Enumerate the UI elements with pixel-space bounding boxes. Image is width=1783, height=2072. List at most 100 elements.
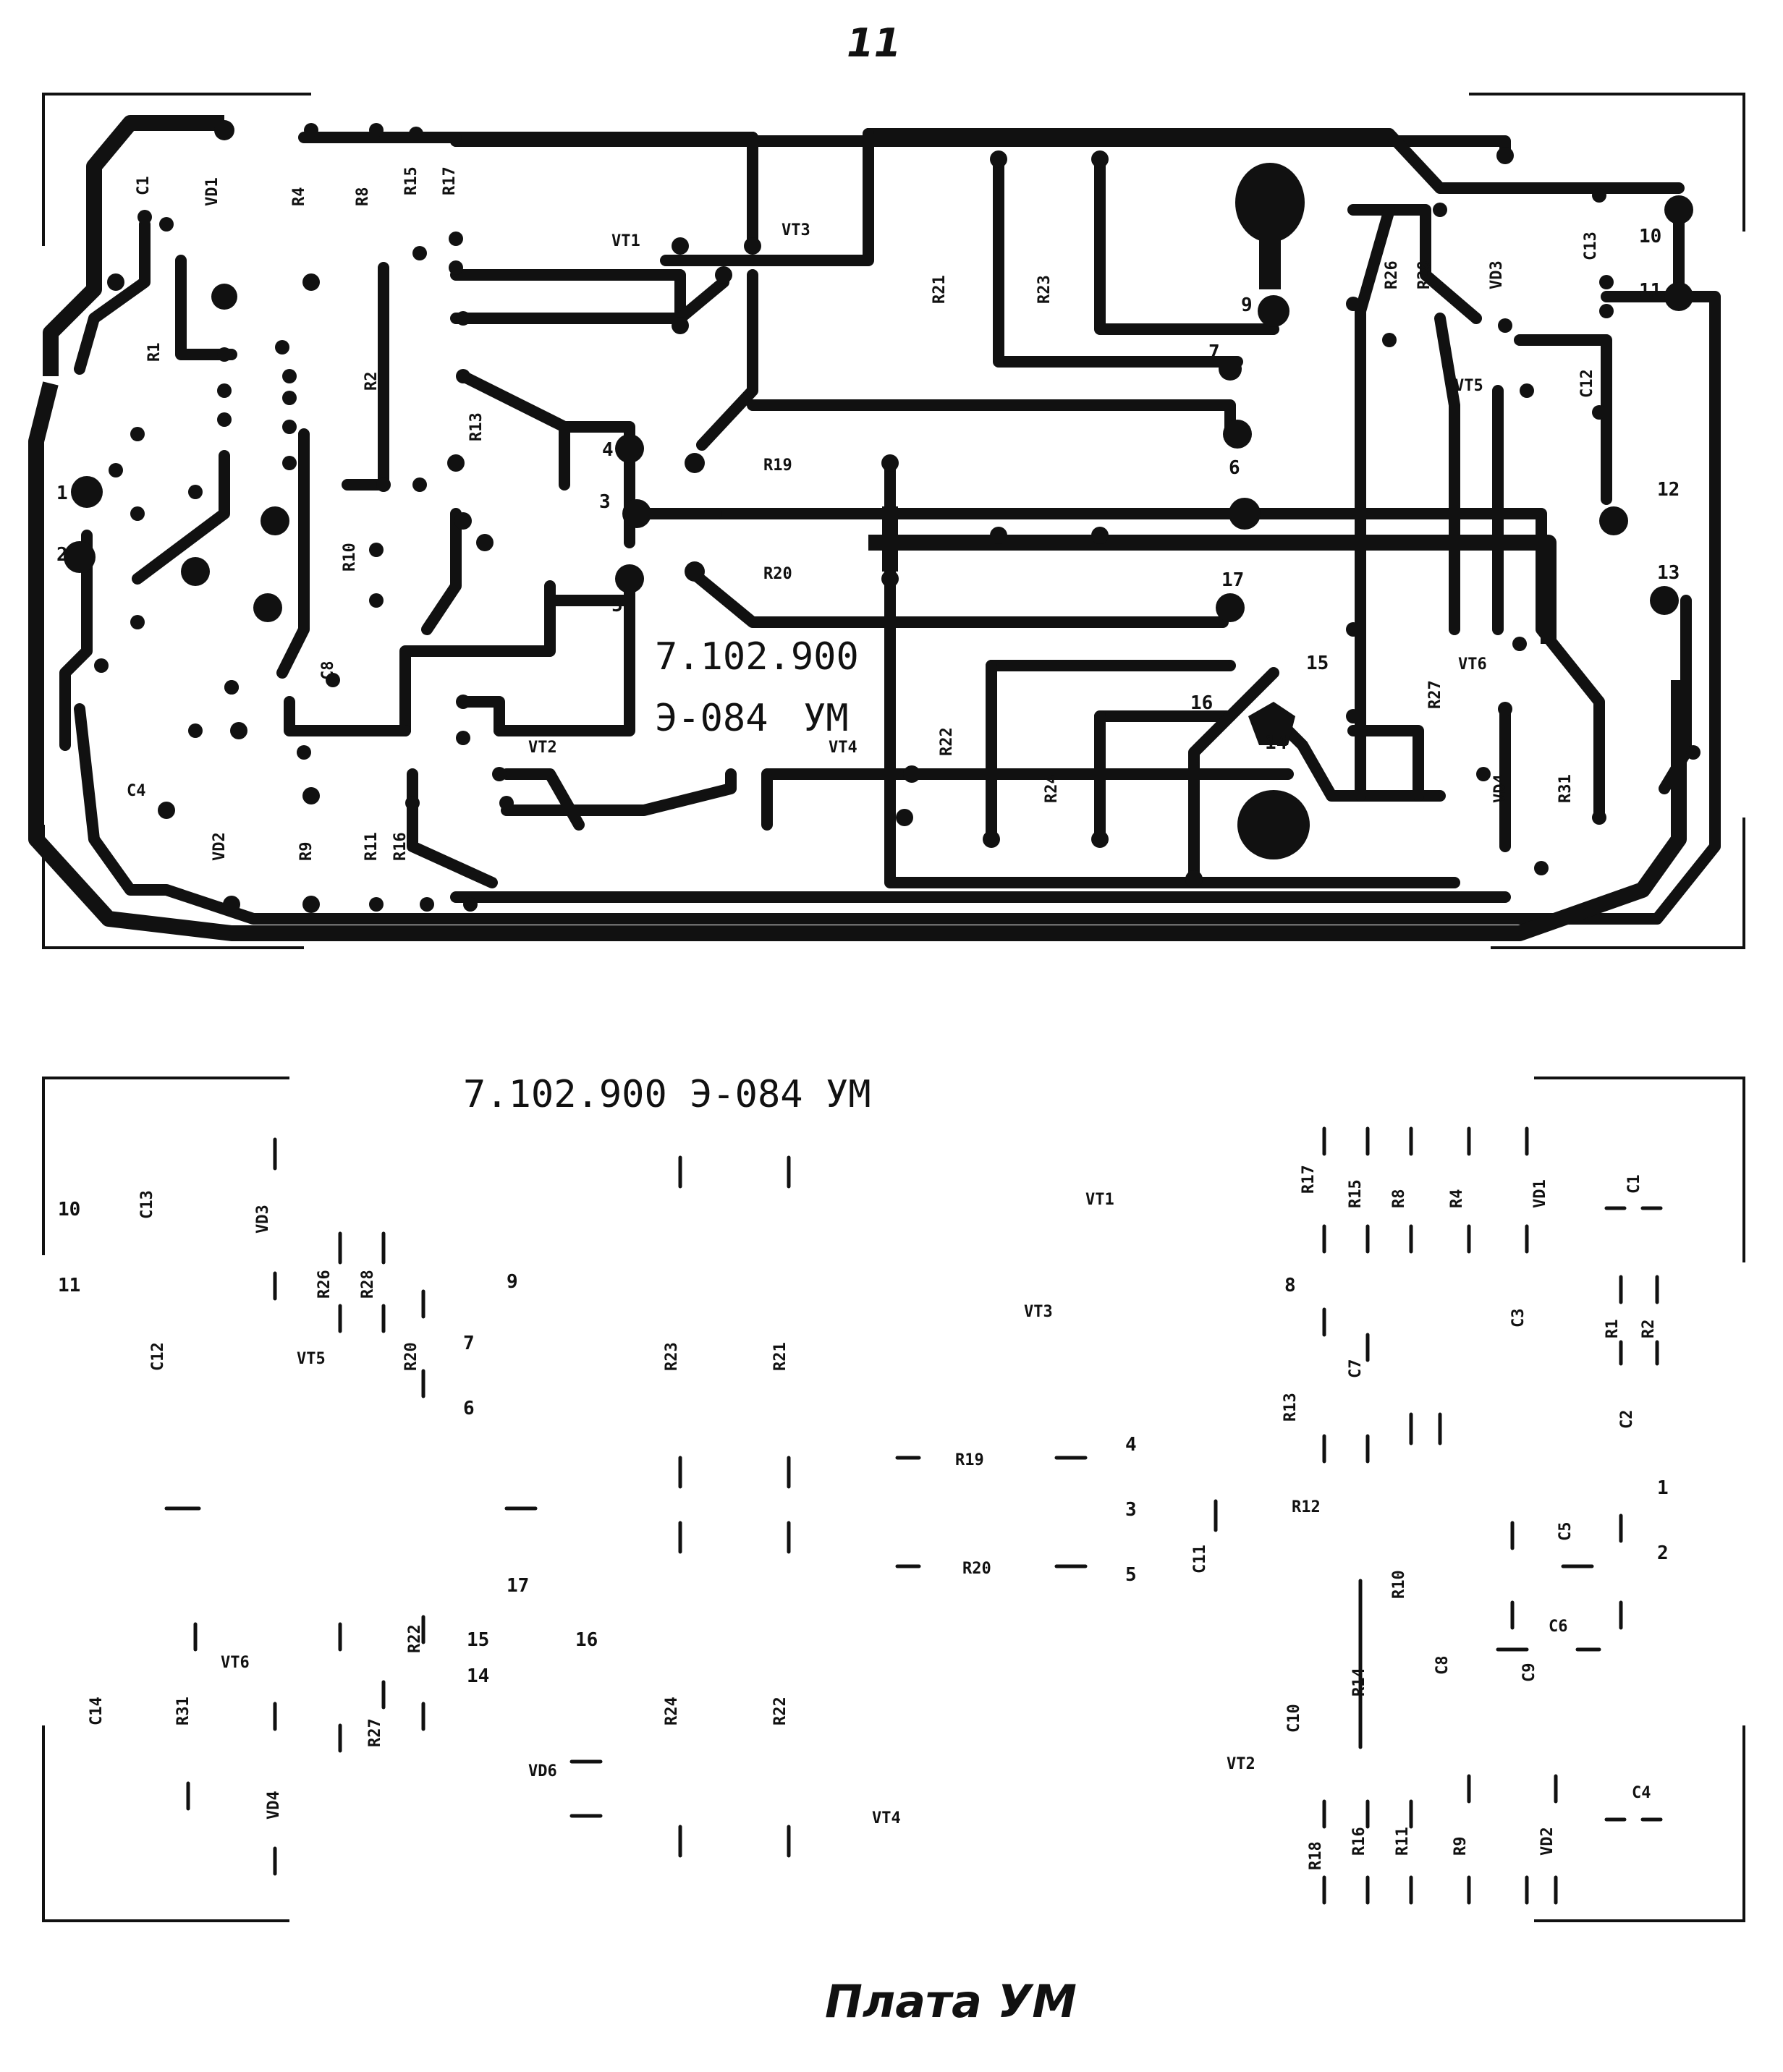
label-R16: R16 xyxy=(391,832,410,861)
b-label-C6: C6 xyxy=(1549,1618,1568,1636)
pcb-component-layout: 7.102.900 Э-084 УМ xyxy=(42,1073,1745,1922)
label-VD1: VD1 xyxy=(203,177,221,206)
b-pin-1: 1 xyxy=(1657,1477,1669,1499)
b-label-R27: R27 xyxy=(366,1718,384,1747)
b-label-C13: C13 xyxy=(138,1190,156,1219)
label-VD4: VD4 xyxy=(1491,774,1509,803)
b-pin-11: 11 xyxy=(58,1275,80,1296)
pin-3: 3 xyxy=(599,491,611,513)
pin-10: 10 xyxy=(1639,226,1661,247)
b-label-R28: R28 xyxy=(359,1270,377,1299)
b-label-C4: C4 xyxy=(1632,1784,1651,1802)
label-R28: R28 xyxy=(1415,260,1433,289)
label-VD2: VD2 xyxy=(211,832,229,861)
board-code: 7.102.900 xyxy=(655,635,859,679)
b-label-R23: R23 xyxy=(663,1342,681,1371)
b-pin-7: 7 xyxy=(463,1333,475,1354)
b-pin-5: 5 xyxy=(1125,1564,1137,1586)
page-number: 11 xyxy=(847,20,902,66)
label-R15: R15 xyxy=(402,166,420,195)
b-label-R22b: R22 xyxy=(771,1697,789,1725)
label-VT3: VT3 xyxy=(782,221,810,239)
pads xyxy=(64,120,1701,913)
pin-17: 17 xyxy=(1221,569,1244,591)
pin-6: 6 xyxy=(1229,457,1240,479)
pin-16: 16 xyxy=(1190,692,1213,714)
label-R13: R13 xyxy=(467,412,486,441)
power-traces xyxy=(28,115,1687,941)
b-label-VD6: VD6 xyxy=(528,1762,557,1780)
label-C12: C12 xyxy=(1578,369,1596,398)
label-VD3: VD3 xyxy=(1488,260,1506,289)
label-R20: R20 xyxy=(763,565,792,583)
b-label-R24: R24 xyxy=(663,1697,681,1725)
b-label-C7: C7 xyxy=(1347,1359,1365,1379)
label-VT1: VT1 xyxy=(611,232,640,250)
figure-caption: Плата УМ xyxy=(825,1975,1077,2028)
b-label-R1: R1 xyxy=(1604,1320,1622,1339)
board-variant: Э-084 xyxy=(655,697,768,740)
b-label-R20b: R20 xyxy=(962,1560,991,1578)
label-R31: R31 xyxy=(1557,774,1575,803)
b-pin-6: 6 xyxy=(463,1398,475,1419)
label-R19: R19 xyxy=(763,457,792,475)
b-pin-2: 2 xyxy=(1657,1542,1669,1564)
board-variant-suffix: УМ xyxy=(803,697,849,740)
b-label-C10: C10 xyxy=(1285,1704,1303,1733)
b-label-C3: C3 xyxy=(1509,1309,1528,1328)
b-label-R29: R20 xyxy=(402,1342,420,1371)
pin-15: 15 xyxy=(1306,653,1329,674)
label-R24: R24 xyxy=(1043,774,1061,803)
b-label-R12: R12 xyxy=(1292,1498,1321,1516)
b-label-VD3: VD3 xyxy=(254,1205,272,1234)
b-label-R14: R14 xyxy=(1350,1668,1368,1697)
label-VT5: VT5 xyxy=(1454,377,1483,395)
label-R27: R27 xyxy=(1426,680,1444,709)
b-label-R11: R11 xyxy=(1394,1827,1412,1856)
b-label-R9: R9 xyxy=(1452,1837,1470,1856)
b-pin-15: 15 xyxy=(467,1629,489,1651)
pcb-trace-layout: C1 VD1 R4 R8 R15 R17 VT1 VT3 R21 R23 R26… xyxy=(28,93,1745,949)
pin-13: 13 xyxy=(1657,562,1680,584)
pin-2: 2 xyxy=(56,544,68,566)
label-R26: R26 xyxy=(1383,260,1401,289)
pin-labels: 1 2 3 4 5 6 7 9 10 11 12 13 14 15 16 17 xyxy=(56,226,1680,754)
b-label-C8: C8 xyxy=(1433,1656,1452,1676)
board-title-bottom: 7.102.900 Э-084 УМ xyxy=(463,1073,871,1116)
b-label-R31: R31 xyxy=(174,1697,192,1725)
pin-7: 7 xyxy=(1208,341,1220,363)
b-label-VT6: VT6 xyxy=(221,1654,250,1672)
label-R1: R1 xyxy=(145,343,164,362)
b-label-VT3: VT3 xyxy=(1024,1303,1053,1321)
b-label-C9: C9 xyxy=(1520,1663,1538,1683)
b-label-C1: C1 xyxy=(1625,1175,1643,1194)
b-pin-17: 17 xyxy=(507,1575,529,1597)
b-label-R4: R4 xyxy=(1448,1189,1466,1209)
label-R23: R23 xyxy=(1036,275,1054,304)
b-pin-10: 10 xyxy=(58,1199,80,1220)
label-R11: R11 xyxy=(363,832,381,861)
label-VT6: VT6 xyxy=(1458,655,1487,674)
b-label-VD1: VD1 xyxy=(1531,1179,1549,1208)
b-label-R19: R19 xyxy=(955,1451,984,1469)
b-pin-9: 9 xyxy=(507,1271,518,1293)
label-R10: R10 xyxy=(341,543,359,572)
b-label-R13: R13 xyxy=(1282,1393,1300,1422)
b-label-R26: R26 xyxy=(315,1270,334,1299)
component-labels: C1 VD1 R4 R8 R15 R17 VT1 VT3 R21 R23 R26… xyxy=(127,166,1600,861)
b-pin-4: 4 xyxy=(1125,1434,1137,1456)
board-outline xyxy=(42,93,1745,949)
label-C8: C8 xyxy=(319,661,337,681)
label-R21: R21 xyxy=(931,275,949,304)
b-label-C11: C11 xyxy=(1191,1545,1209,1574)
pin-1: 1 xyxy=(56,483,68,504)
b-label-C5: C5 xyxy=(1557,1522,1575,1542)
pin-9: 9 xyxy=(1241,294,1253,316)
component-labels-bottom: C13 VD3 R26 R28 C12 VT5 R20 R23 R21 VT1 … xyxy=(88,1165,1658,1870)
pin-4: 4 xyxy=(602,439,614,461)
b-pin-3: 3 xyxy=(1125,1499,1137,1521)
b-label-R15: R15 xyxy=(1347,1179,1365,1208)
pin-12: 12 xyxy=(1657,479,1680,501)
pin-labels-bottom: 10 11 9 7 6 8 3 4 5 17 15 16 14 1 2 xyxy=(58,1199,1669,1687)
b-label-VD4: VD4 xyxy=(265,1791,283,1820)
